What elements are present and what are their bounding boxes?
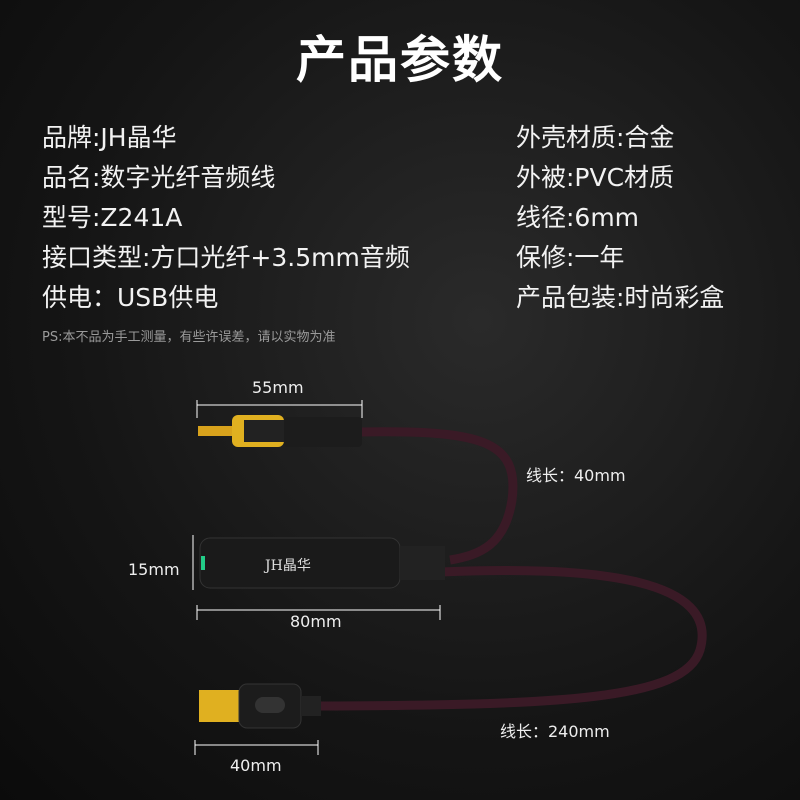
bottom-cable [319, 565, 707, 711]
spec-package: 产品包装:时尚彩盒 [516, 283, 725, 312]
measurement-note: PS:本不品为手工测量，有些许误差，请以实物为准 [42, 330, 336, 345]
brand-mark: JH晶华 [265, 558, 311, 574]
audio-jack [199, 537, 445, 589]
spec-name: 品名:数字光纤音频线 [42, 163, 276, 192]
spec-interface: 接口类型:方口光纤+3.5mm音频 [42, 243, 410, 272]
optical-plug-length: 55mm [252, 378, 304, 397]
optical-plug [198, 415, 362, 447]
spec-model: 型号:Z241A [42, 203, 183, 232]
page-title: 产品参数 [296, 31, 504, 89]
usb-length: 40mm [230, 756, 282, 775]
spec-diameter: 线径:6mm [516, 203, 640, 232]
dimension-lines [192, 400, 441, 755]
bottom-cable-length: 线长：240mm [500, 722, 610, 741]
usb-plug [199, 683, 321, 729]
spec-power: 供电：USB供电 [42, 283, 219, 312]
jack-height: 15mm [128, 560, 180, 579]
top-cable [359, 427, 518, 565]
spec-shell: 外壳材质:合金 [516, 123, 675, 152]
spec-brand: 品牌:JH晶华 [42, 123, 177, 152]
spec-list-right: 外壳材质:合金 外被:PVC材质 线径:6mm 保修:一年 产品包装:时尚彩盒 [516, 118, 724, 318]
spec-jacket: 外被:PVC材质 [516, 163, 675, 192]
top-cable-length: 线长：40mm [526, 466, 626, 485]
spec-list-left: 品牌:JH晶华 品名:数字光纤音频线 型号:Z241A 接口类型:方口光纤+3.… [42, 118, 410, 318]
spec-warranty: 保修:一年 [516, 243, 625, 272]
jack-length: 80mm [290, 612, 342, 631]
